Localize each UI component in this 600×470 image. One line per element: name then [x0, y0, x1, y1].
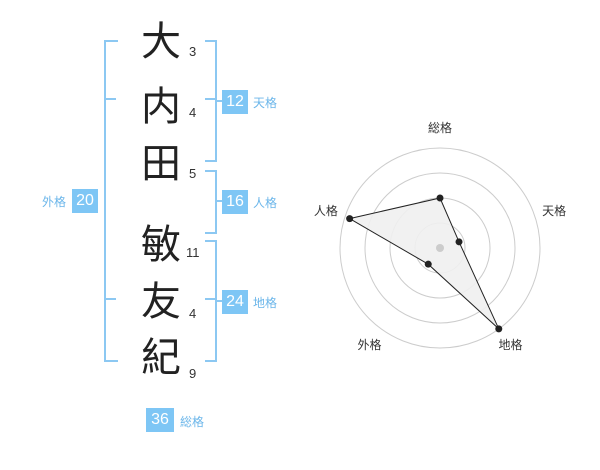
gaikaku-label: 外格 [42, 195, 67, 209]
tenkaku-label: 天格 [253, 96, 278, 110]
chikaku-label: 地格 [253, 296, 278, 310]
name-char-5: 友 [141, 279, 181, 325]
soukaku-value-badge: 36 [146, 408, 174, 432]
stroke-count-1: 3 [189, 44, 197, 59]
gaikaku-bracket [104, 40, 118, 362]
bracket-tick [205, 98, 215, 100]
radar-points [346, 194, 503, 333]
radar-point [424, 260, 432, 268]
name-char-3: 田 [141, 141, 181, 187]
bracket-tick [104, 98, 116, 100]
bracket-connector [215, 300, 222, 302]
radar-point [436, 194, 444, 202]
radar-point [455, 238, 463, 246]
jinkaku-bracket [205, 170, 217, 234]
radar-ring [364, 172, 516, 324]
name-char-4: 敏 [141, 222, 181, 268]
stroke-count-3: 5 [189, 166, 197, 181]
stroke-count-5: 4 [189, 306, 197, 321]
bracket-connector [215, 200, 222, 202]
bracket-tick [205, 298, 215, 300]
name-char-6: 紀 [141, 335, 181, 381]
radar-axis-label: 地格 [498, 337, 522, 352]
soukaku-label: 総格 [180, 415, 205, 429]
radar-axis-label: 天格 [542, 203, 566, 218]
stroke-count-4: 11 [186, 245, 200, 260]
radar-ring [339, 147, 541, 349]
stroke-count-2: 4 [189, 105, 197, 120]
name-char-1: 大 [141, 19, 181, 65]
radar-axis-label: 外格 [357, 337, 381, 352]
jinkaku-value-badge: 16 [222, 190, 248, 214]
radar-polygon [348, 197, 500, 330]
chikaku-value-badge: 24 [222, 290, 248, 314]
radar-axis-label: 総格 [428, 120, 452, 135]
name-char-2: 内 [141, 84, 181, 130]
bracket-connector [215, 100, 222, 102]
radar-axis-label: 人格 [314, 203, 338, 218]
radar-point [495, 325, 503, 333]
jinkaku-label: 人格 [253, 196, 278, 210]
radar-center-dot [436, 244, 444, 252]
stroke-count-6: 9 [189, 366, 197, 381]
bracket-tick [104, 298, 116, 300]
gaikaku-value-badge: 20 [72, 189, 98, 213]
radar-point [346, 215, 354, 223]
tenkaku-value-badge: 12 [222, 90, 248, 114]
